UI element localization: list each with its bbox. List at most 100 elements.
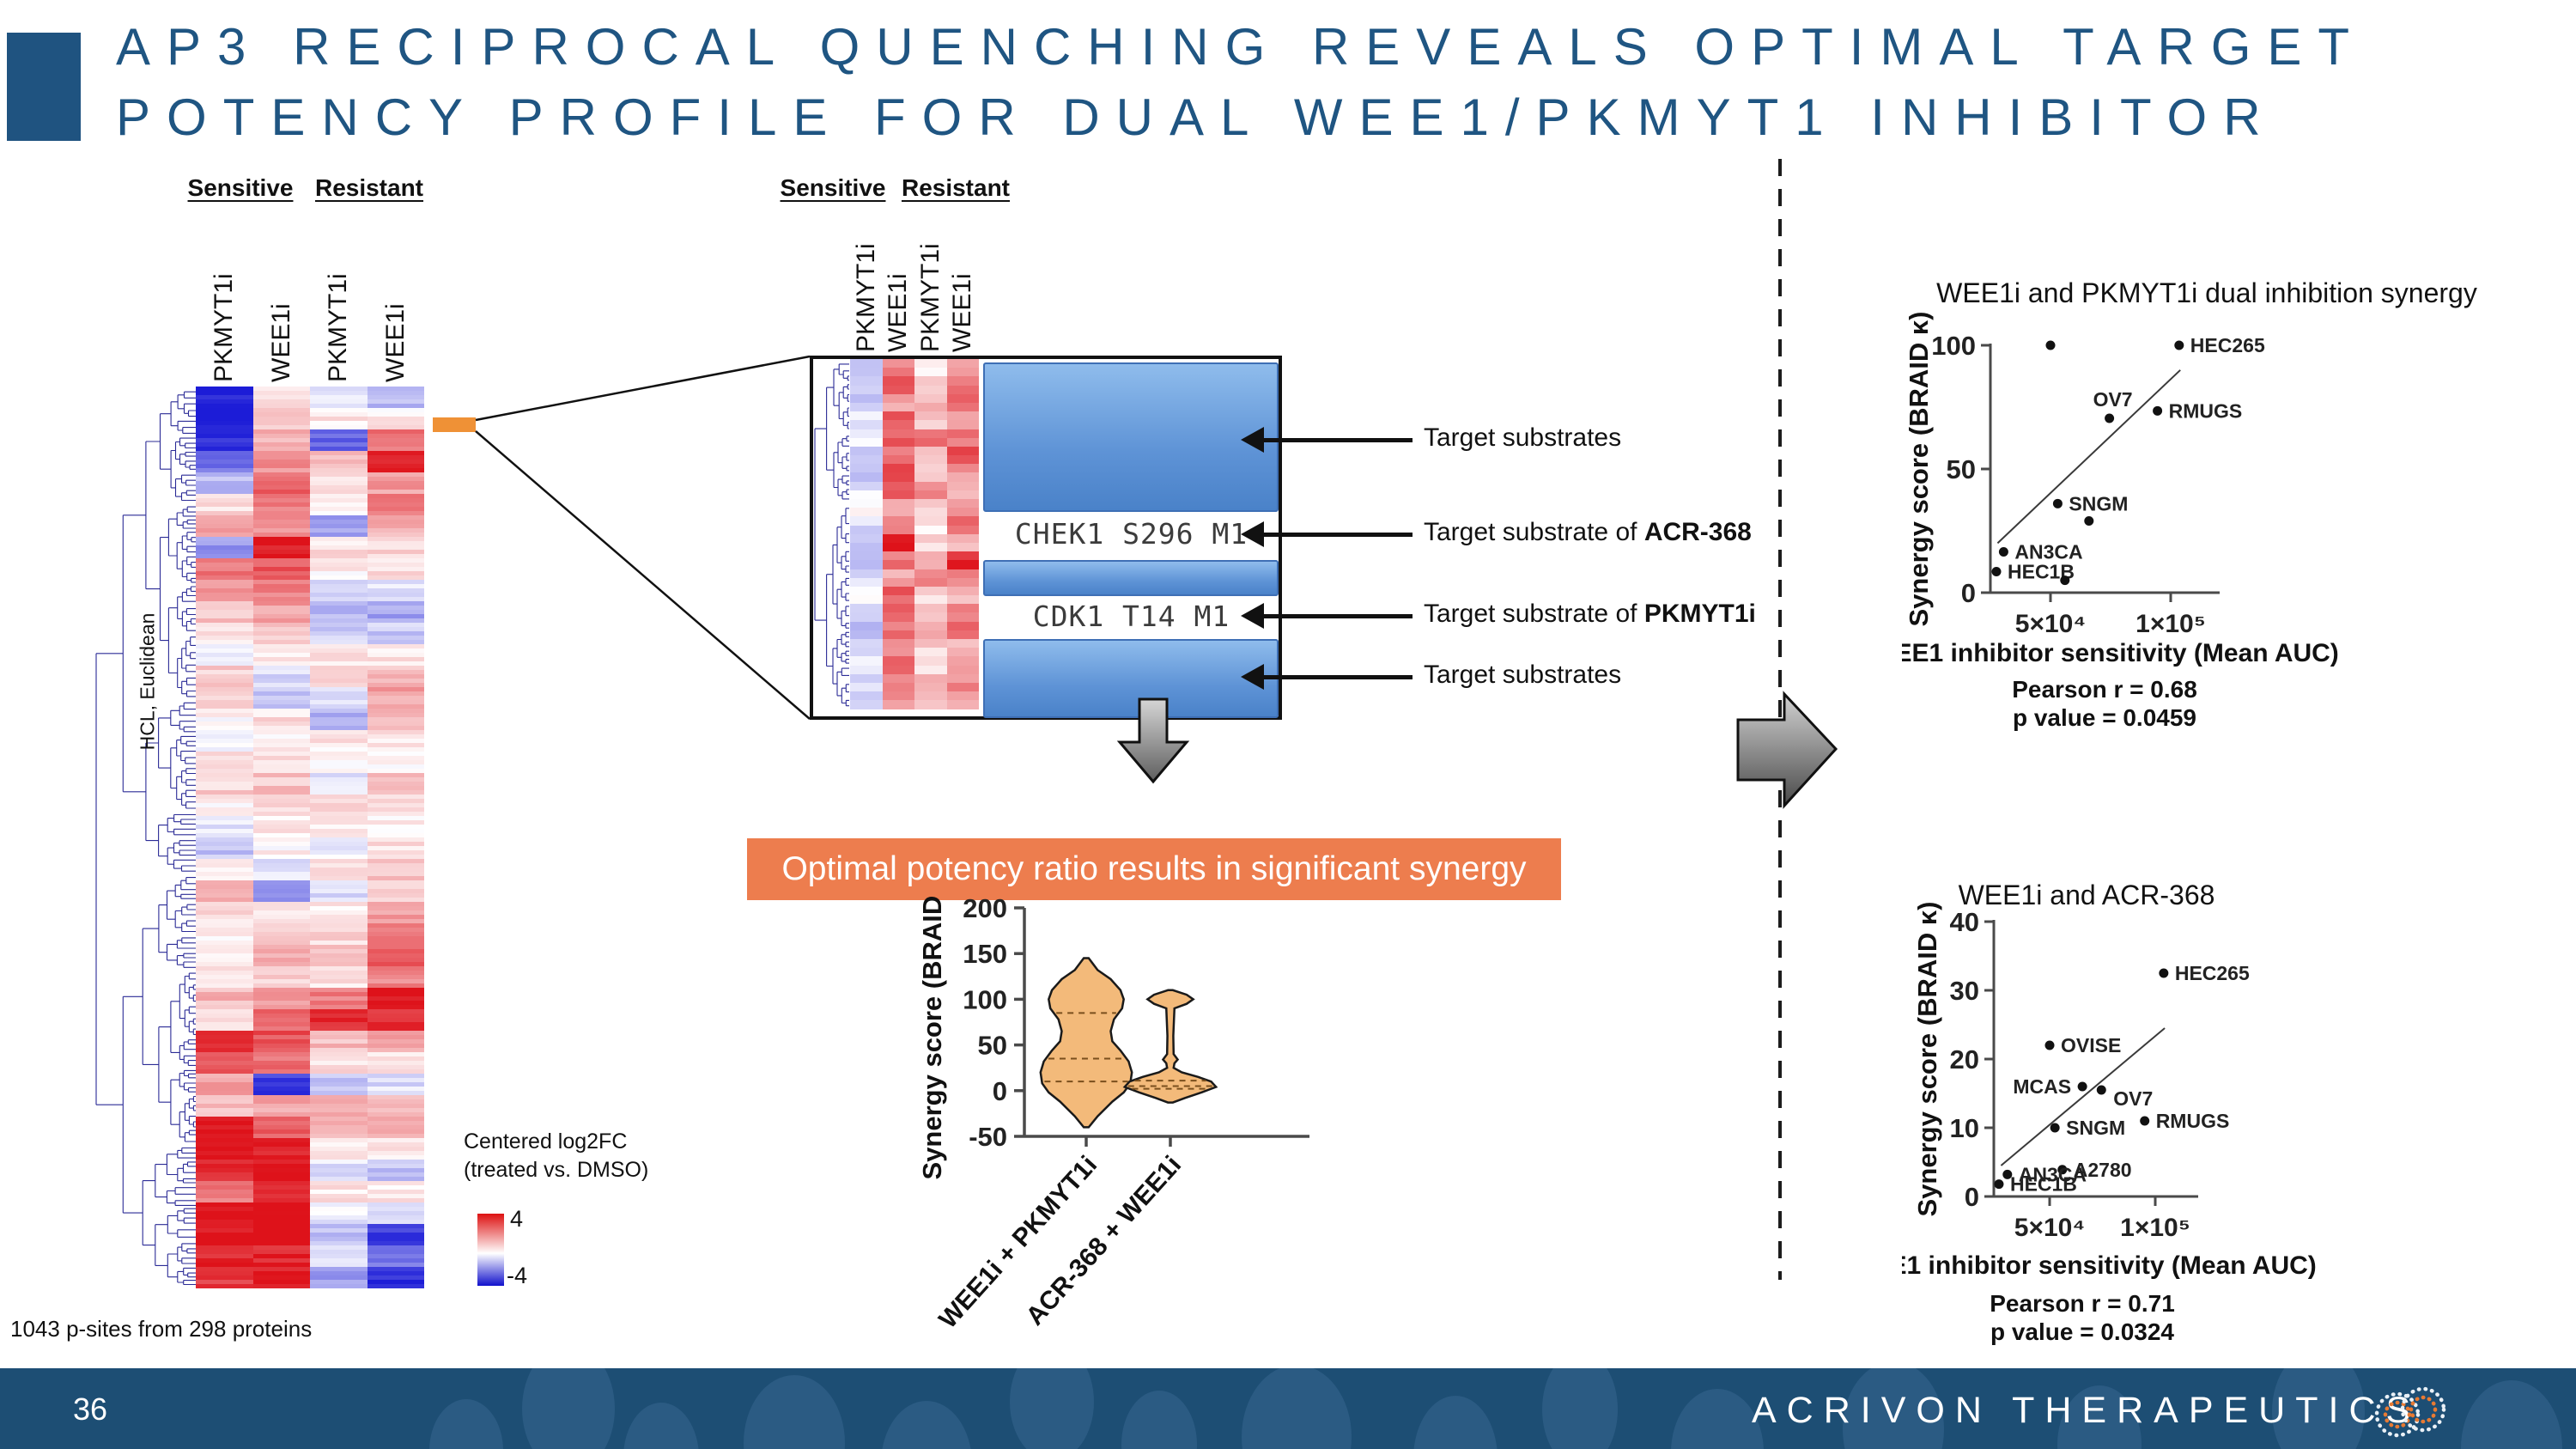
- scatter-top-point-HEC265: [2174, 340, 2184, 350]
- scatter-bottom-xtick-0: 5×10⁴: [2014, 1214, 2085, 1242]
- annotation-arrow-icon-3: [1241, 664, 1264, 690]
- scatter-top-label-SNGM: SNGM: [2069, 492, 2128, 514]
- site-label-cdk1: CDK1 T14 M1: [1032, 600, 1230, 633]
- scatter-top-point-unlabeled-0: [2045, 340, 2056, 350]
- scatter-top-point-OV7: [2105, 413, 2115, 423]
- annotation-label-text-2: Target substrate of: [1424, 600, 1644, 628]
- left-header-sensitive: Sensitive: [187, 174, 294, 201]
- column-label-wee1i-3: WEE1i: [381, 303, 410, 382]
- scatter-bottom-stat-0: Pearson r = 0.71: [1990, 1290, 2175, 1317]
- scatter-top-point-RMUGS: [2153, 405, 2163, 416]
- violin-ytick-200: 200: [963, 893, 1007, 923]
- scatter-bottom-point-HEC265: [2159, 968, 2169, 978]
- scatter-bottom-point-SNGM: [2050, 1123, 2060, 1133]
- violin-category-1: ACR-368 + WEE1i: [1021, 1151, 1188, 1331]
- scatter-bottom-label-MCAS: MCAS: [2013, 1075, 2071, 1098]
- violin-shape-0: [1039, 957, 1133, 1129]
- footer-bar: [0, 1368, 2576, 1449]
- annotation-label-3: Target substrates: [1424, 661, 1621, 690]
- scatter-bottom-point-OV7: [2096, 1085, 2106, 1095]
- footer-bubble-10: [1671, 1389, 1764, 1449]
- violin-ylabel: Synergy score (BRAID κ): [917, 889, 947, 1180]
- annotation-label-bold-1: ACR-368: [1643, 518, 1752, 546]
- scatter-bottom-xlabel: WEE1 inhibitor sensitivity (Mean AUC): [1902, 1251, 2317, 1280]
- scatter-top-point-AN3CA: [1998, 546, 2008, 557]
- heatmap-column-1: [882, 359, 914, 709]
- panel-header-sensitive: Sensitive: [780, 174, 886, 201]
- scatter-bottom-stat-1: p value = 0.0324: [1990, 1318, 2174, 1345]
- scatter-bottom-ylabel: Synergy score (BRAID κ): [1912, 902, 1942, 1217]
- scatter-top-label-AN3CA: AN3CA: [2014, 540, 2082, 563]
- colorbar: [477, 1214, 504, 1286]
- footer-bubble-8: [1413, 1396, 1498, 1449]
- scatter-top-point-SNGM: [2052, 498, 2063, 508]
- scatter-top-label-RMUGS: RMUGS: [2169, 399, 2243, 422]
- violin-ytick-150: 150: [963, 939, 1007, 969]
- heatmap-column-3: [367, 387, 424, 1288]
- footer-brand: ACRIVON THERAPEUTICS: [1752, 1390, 2421, 1431]
- legend-title-line2: (treated vs. DMSO): [464, 1158, 649, 1182]
- footer-bubble-6: [1121, 1391, 1197, 1449]
- page-title: AP3 RECIPROCAL QUENCHING REVEALS OPTIMAL…: [116, 12, 2366, 153]
- scatter-top-stat-0: Pearson r = 0.68: [2012, 676, 2197, 703]
- right-arrow-icon: [1736, 691, 1838, 809]
- violin-ytick--50: -50: [969, 1122, 1007, 1152]
- scatter-bottom-label-HEC265: HEC265: [2175, 962, 2250, 984]
- scatter-bottom-point-HEC1B: [1994, 1179, 2004, 1190]
- scatter-bottom-label-RMUGS: RMUGS: [2156, 1110, 2230, 1132]
- scatter-top-ytick-0: 0: [1961, 578, 1976, 608]
- scatter-bottom-label-OVISE: OVISE: [2061, 1034, 2121, 1056]
- annotation-arrow-icon-2: [1241, 603, 1264, 629]
- scatter-bottom-label-AN3CA: AN3CA: [2019, 1163, 2087, 1185]
- scatter-bottom-trend-line: [2000, 1027, 2166, 1166]
- scatter-bottom-ytick-40: 40: [1950, 907, 1979, 937]
- heatmap-column-1: [252, 387, 310, 1288]
- annotation-arrow-line-0: [1262, 437, 1413, 442]
- annotation-arrow-icon-1: [1241, 521, 1264, 547]
- scatter-bottom-label-A2780: A2780: [2074, 1159, 2132, 1181]
- annotation-label-bold-2: PKMYT1i: [1643, 600, 1756, 628]
- scatter-wee1i-pkmyt1i: WEE1i and PKMYT1i dual inhibition synerg…: [1902, 277, 2477, 731]
- down-arrow-icon: [1116, 697, 1190, 784]
- zoomed-heatmap: [850, 359, 979, 709]
- page-title-line2: POTENCY PROFILE FOR DUAL WEE1/PKMYT1 INH…: [116, 88, 2277, 146]
- footer-bubble-0: [429, 1399, 503, 1449]
- scatter-top-point-unlabeled-5: [2084, 515, 2094, 526]
- scatter-top-point-HEC1B: [1991, 567, 2002, 577]
- scatter-top-ylabel: Synergy score (BRAID κ): [1904, 312, 1934, 627]
- footer-bubble-11: [1843, 1368, 1944, 1449]
- phosphoproteome-heatmap: [196, 387, 424, 1288]
- scatter-top-xtick-0: 5×10⁴: [2015, 610, 2086, 638]
- highlight-marker: [433, 417, 476, 432]
- heatmap-column-0: [196, 387, 253, 1288]
- column-label-wee1i-1: WEE1i: [267, 303, 295, 382]
- scatter-bottom-point-OVISE: [2044, 1040, 2055, 1050]
- zoom-connector-lines: [475, 355, 811, 720]
- scatter-bottom-label-HEC1B: HEC1B: [2010, 1173, 2077, 1196]
- heatmap-column-2: [914, 359, 947, 709]
- column-label-pkmyt1i-0: PKMYT1i: [210, 273, 238, 382]
- substrate-block-middle: [983, 560, 1279, 596]
- colorbar-min-label: -4: [507, 1263, 528, 1288]
- scatter-bottom-label-OV7: OV7: [2113, 1087, 2153, 1110]
- footer-bubble-3: [744, 1375, 845, 1449]
- column-label-wee1i-1: WEE1i: [884, 273, 912, 352]
- scatter-bottom-ytick-0: 0: [1965, 1182, 1979, 1212]
- left-header-resistant: Resistant: [314, 174, 424, 201]
- violin-shape-1: [1122, 989, 1218, 1104]
- acrivon-logo-icon: [2374, 1386, 2446, 1438]
- annotation-label-text-3: Target substrates: [1424, 661, 1622, 689]
- substrate-block-bottom: [983, 639, 1279, 718]
- scatter-bottom-point-MCAS: [2077, 1081, 2087, 1092]
- annotation-arrow-line-3: [1262, 674, 1413, 679]
- violin-ytick-50: 50: [978, 1031, 1007, 1061]
- annotation-arrow-line-2: [1262, 613, 1413, 618]
- scatter-bottom-point-RMUGS: [2140, 1116, 2150, 1126]
- page-number: 36: [73, 1391, 108, 1427]
- scatter-top-point-unlabeled-8: [2060, 575, 2070, 586]
- annotation-arrow-line-1: [1262, 532, 1413, 537]
- scatter-top-xtick-1: 1×10⁵: [2136, 610, 2206, 638]
- scatter-top-stat-1: p value = 0.0459: [2013, 704, 2196, 731]
